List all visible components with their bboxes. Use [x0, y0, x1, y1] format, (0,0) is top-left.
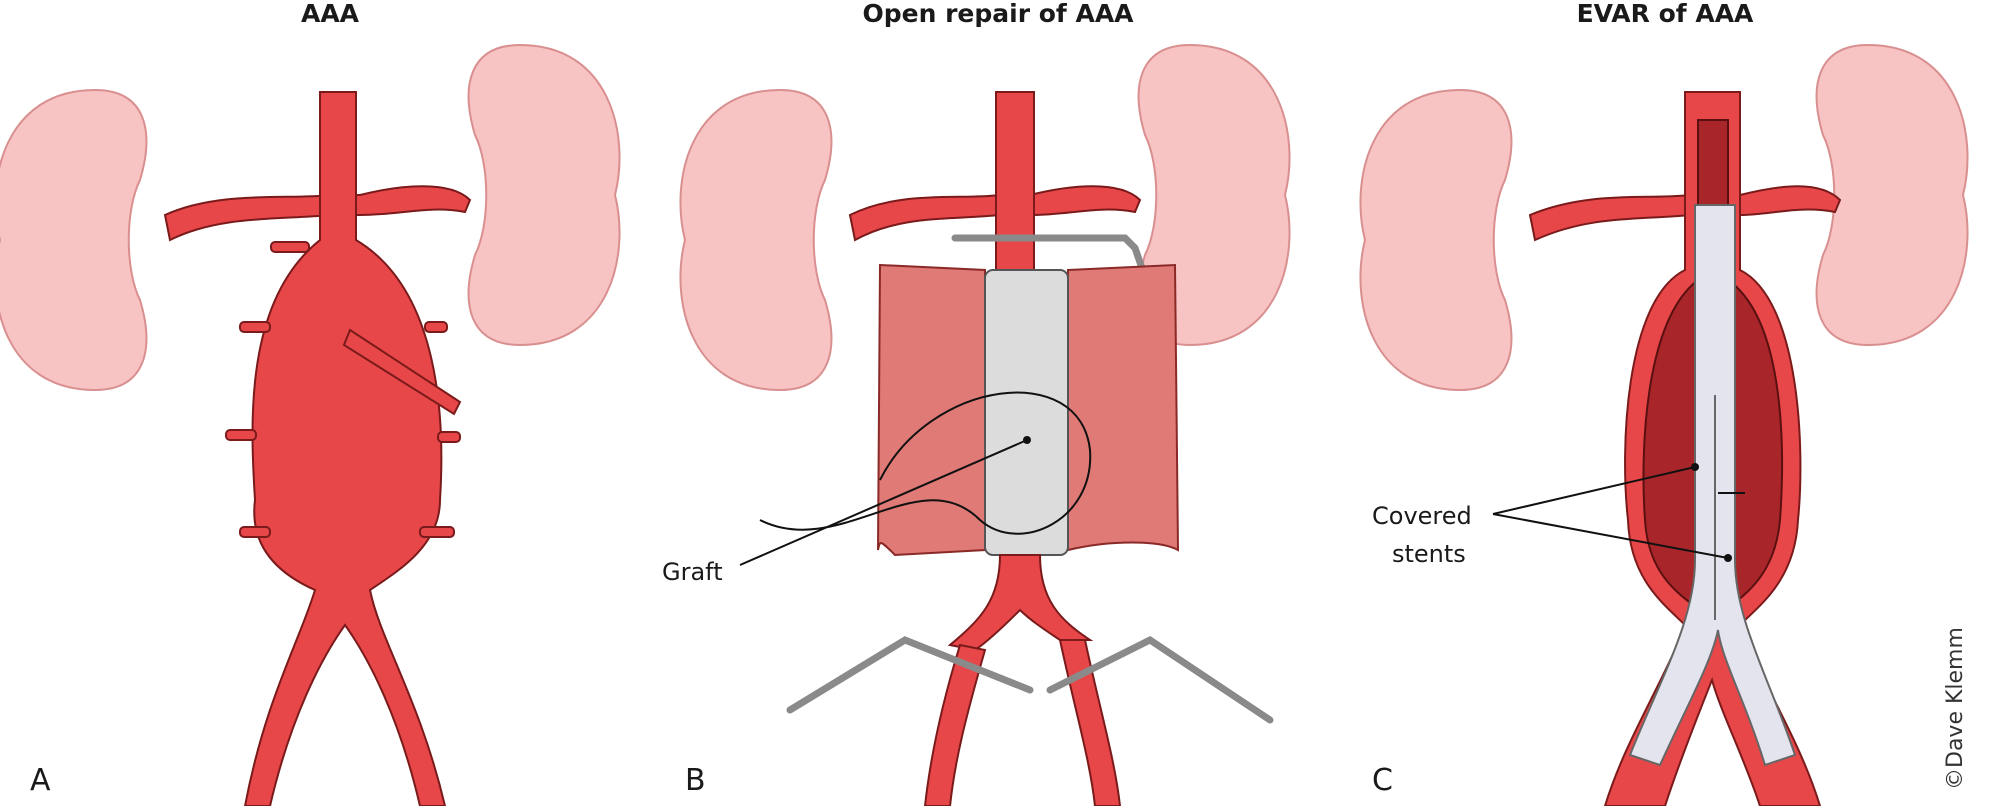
left-kidney	[0, 89, 148, 391]
left-kidney	[679, 89, 833, 391]
covered-stents-label-line2: stents	[1392, 540, 1466, 568]
graft-label: Graft	[662, 558, 723, 586]
graft	[984, 269, 1069, 556]
iliac-clamp-left	[786, 636, 1034, 714]
graft-pointer-dot	[1023, 436, 1031, 444]
inferior-mesenteric-artery	[342, 328, 462, 416]
graft-leader-line	[739, 439, 1028, 566]
lumbar-artery	[239, 321, 271, 333]
panel-c-title: EVAR of AAA	[1577, 0, 1754, 28]
stent-pointer-dot	[1724, 554, 1732, 562]
suture	[759, 391, 1092, 535]
lumbar-artery	[239, 526, 271, 538]
lumbar-artery	[424, 321, 448, 333]
panel-c-letter: C	[1372, 763, 1393, 798]
copyright-notice: ©Dave Klemm	[1943, 627, 1968, 790]
covered-stent-graft	[1628, 204, 1797, 767]
iliac-clamp-right	[1046, 635, 1274, 724]
aortic-aneurysm	[243, 91, 447, 806]
aneurysm-sac-wall-right	[1067, 263, 1180, 552]
panel-c: EVAR of AAA Covered stents C	[1359, 0, 1969, 806]
panel-a-title: AAA	[301, 0, 360, 28]
renal-arteries	[163, 185, 472, 242]
panel-b: Open repair of AAA Graft B	[662, 0, 1291, 806]
left-iliac-artery	[923, 643, 987, 806]
covered-stents-label-line1: Covered	[1372, 502, 1472, 530]
aorta-neck	[995, 91, 1035, 273]
lumbar-artery	[437, 431, 461, 443]
left-kidney	[1359, 89, 1513, 391]
aneurysm-sac-wall-left	[877, 263, 986, 557]
lumbar-artery	[419, 526, 455, 538]
stent-pointer-dot	[1691, 463, 1699, 471]
panel-b-letter: B	[685, 763, 706, 798]
right-kidney	[467, 44, 621, 346]
lumbar-artery	[270, 241, 310, 253]
right-iliac-artery	[1058, 639, 1122, 806]
panel-a-letter: A	[30, 763, 51, 798]
panel-a: AAA A	[0, 0, 621, 806]
lumbar-artery	[225, 429, 257, 441]
iliac-bifurcation	[947, 554, 1094, 652]
panel-b-title: Open repair of AAA	[862, 0, 1134, 28]
right-kidney	[1815, 44, 1969, 346]
covered-stents-leader-lines	[1492, 466, 1729, 559]
